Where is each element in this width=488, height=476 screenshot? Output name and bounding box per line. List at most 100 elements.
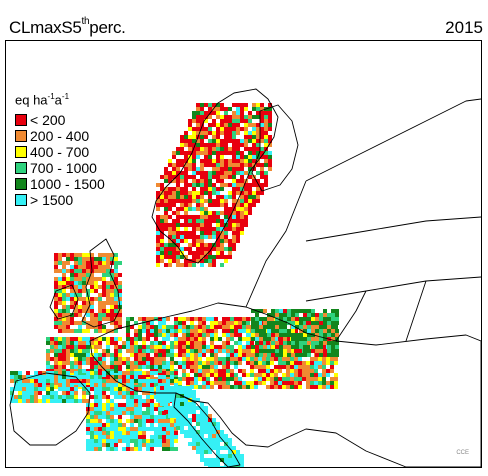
grid-cell bbox=[170, 341, 174, 345]
grid-cell bbox=[251, 345, 255, 349]
grid-cell bbox=[252, 115, 256, 119]
grid-cell bbox=[334, 361, 338, 365]
grid-cell bbox=[160, 251, 164, 255]
grid-cell bbox=[236, 227, 240, 231]
grid-cell bbox=[172, 239, 176, 243]
grid-cell bbox=[184, 259, 188, 263]
grid-cell bbox=[248, 131, 252, 135]
grid-cell bbox=[196, 422, 200, 426]
grid-cell bbox=[90, 289, 94, 293]
grid-cell bbox=[242, 373, 246, 377]
grid-cell bbox=[232, 111, 236, 115]
grid-cell bbox=[94, 419, 98, 423]
grid-cell bbox=[315, 345, 319, 349]
grid-cell bbox=[134, 321, 138, 325]
grid-cell bbox=[299, 353, 303, 357]
grid-cell bbox=[118, 273, 122, 277]
grid-cell bbox=[86, 439, 90, 443]
grid-cell bbox=[274, 365, 278, 369]
grid-cell bbox=[236, 203, 240, 207]
grid-cell bbox=[212, 151, 216, 155]
grid-cell bbox=[14, 395, 18, 399]
grid-cell bbox=[106, 253, 110, 257]
grid-cell bbox=[198, 345, 202, 349]
grid-cell bbox=[192, 191, 196, 195]
grid-cell bbox=[106, 383, 110, 387]
grid-cell bbox=[208, 139, 212, 143]
grid-cell bbox=[230, 369, 234, 373]
grid-cell bbox=[22, 395, 26, 399]
grid-cell bbox=[138, 325, 142, 329]
legend-item-gt1500: > 1500 bbox=[15, 192, 105, 208]
grid-cell bbox=[283, 309, 287, 313]
grid-cell bbox=[218, 373, 222, 377]
legend-swatch-400-700 bbox=[15, 146, 27, 159]
grid-cell bbox=[210, 317, 214, 321]
grid-cell bbox=[158, 325, 162, 329]
grid-cell bbox=[270, 317, 274, 321]
grid-cell bbox=[94, 435, 98, 439]
grid-cell bbox=[326, 385, 330, 389]
grid-cell bbox=[166, 333, 170, 337]
grid-cell bbox=[278, 361, 282, 365]
grid-cell bbox=[208, 107, 212, 111]
grid-cell bbox=[70, 277, 74, 281]
grid-cell bbox=[192, 390, 196, 394]
grid-cell bbox=[158, 333, 162, 337]
grid-cell bbox=[82, 341, 86, 345]
grid-cell bbox=[168, 414, 172, 418]
grid-cell bbox=[118, 301, 122, 305]
grid-cell bbox=[242, 385, 246, 389]
grid-cell bbox=[118, 297, 122, 301]
grid-cell bbox=[271, 341, 275, 345]
grid-cell bbox=[86, 387, 90, 391]
grid-cell bbox=[74, 301, 78, 305]
grid-cell bbox=[114, 321, 118, 325]
grid-cell bbox=[200, 215, 204, 219]
grid-cell bbox=[58, 301, 62, 305]
grid-cell bbox=[106, 439, 110, 443]
grid-cell bbox=[250, 353, 254, 357]
grid-cell bbox=[118, 415, 122, 419]
grid-cell bbox=[180, 247, 184, 251]
grid-cell bbox=[164, 406, 168, 410]
grid-cell bbox=[180, 418, 184, 422]
grid-cell bbox=[82, 361, 86, 365]
grid-cell bbox=[268, 123, 272, 127]
grid-cell bbox=[307, 341, 311, 345]
grid-cell bbox=[192, 402, 196, 406]
legend-label-gt1500: > 1500 bbox=[30, 192, 74, 209]
grid-cell bbox=[190, 369, 194, 373]
grid-cell bbox=[236, 219, 240, 223]
grid-cell bbox=[287, 349, 291, 353]
grid-cell bbox=[106, 265, 110, 269]
grid-cell bbox=[156, 386, 160, 390]
grid-cell bbox=[270, 369, 274, 373]
grid-cell bbox=[224, 446, 228, 450]
grid-cell bbox=[208, 103, 212, 107]
grid-cell bbox=[216, 171, 220, 175]
grid-cell bbox=[240, 219, 244, 223]
grid-cell bbox=[204, 255, 208, 259]
country-boundaries bbox=[9, 88, 481, 467]
grid-cell bbox=[323, 349, 327, 353]
grid-cell bbox=[180, 203, 184, 207]
grid-cell bbox=[78, 337, 82, 341]
grid-cell bbox=[200, 235, 204, 239]
grid-cell bbox=[162, 379, 166, 383]
grid-cell bbox=[176, 231, 180, 235]
grid-cell bbox=[260, 115, 264, 119]
grid-cell bbox=[198, 325, 202, 329]
grid-cell bbox=[279, 325, 283, 329]
grid-cell bbox=[192, 263, 196, 267]
grid-cell bbox=[74, 281, 78, 285]
grid-cell bbox=[303, 333, 307, 337]
grid-cell bbox=[58, 257, 62, 261]
grid-cell bbox=[172, 386, 176, 390]
grid-cell bbox=[164, 394, 168, 398]
grid-cell bbox=[42, 371, 46, 375]
grid-cell bbox=[248, 139, 252, 143]
grid-cell bbox=[98, 277, 102, 281]
grid-cell bbox=[180, 386, 184, 390]
grid-cell bbox=[146, 321, 150, 325]
